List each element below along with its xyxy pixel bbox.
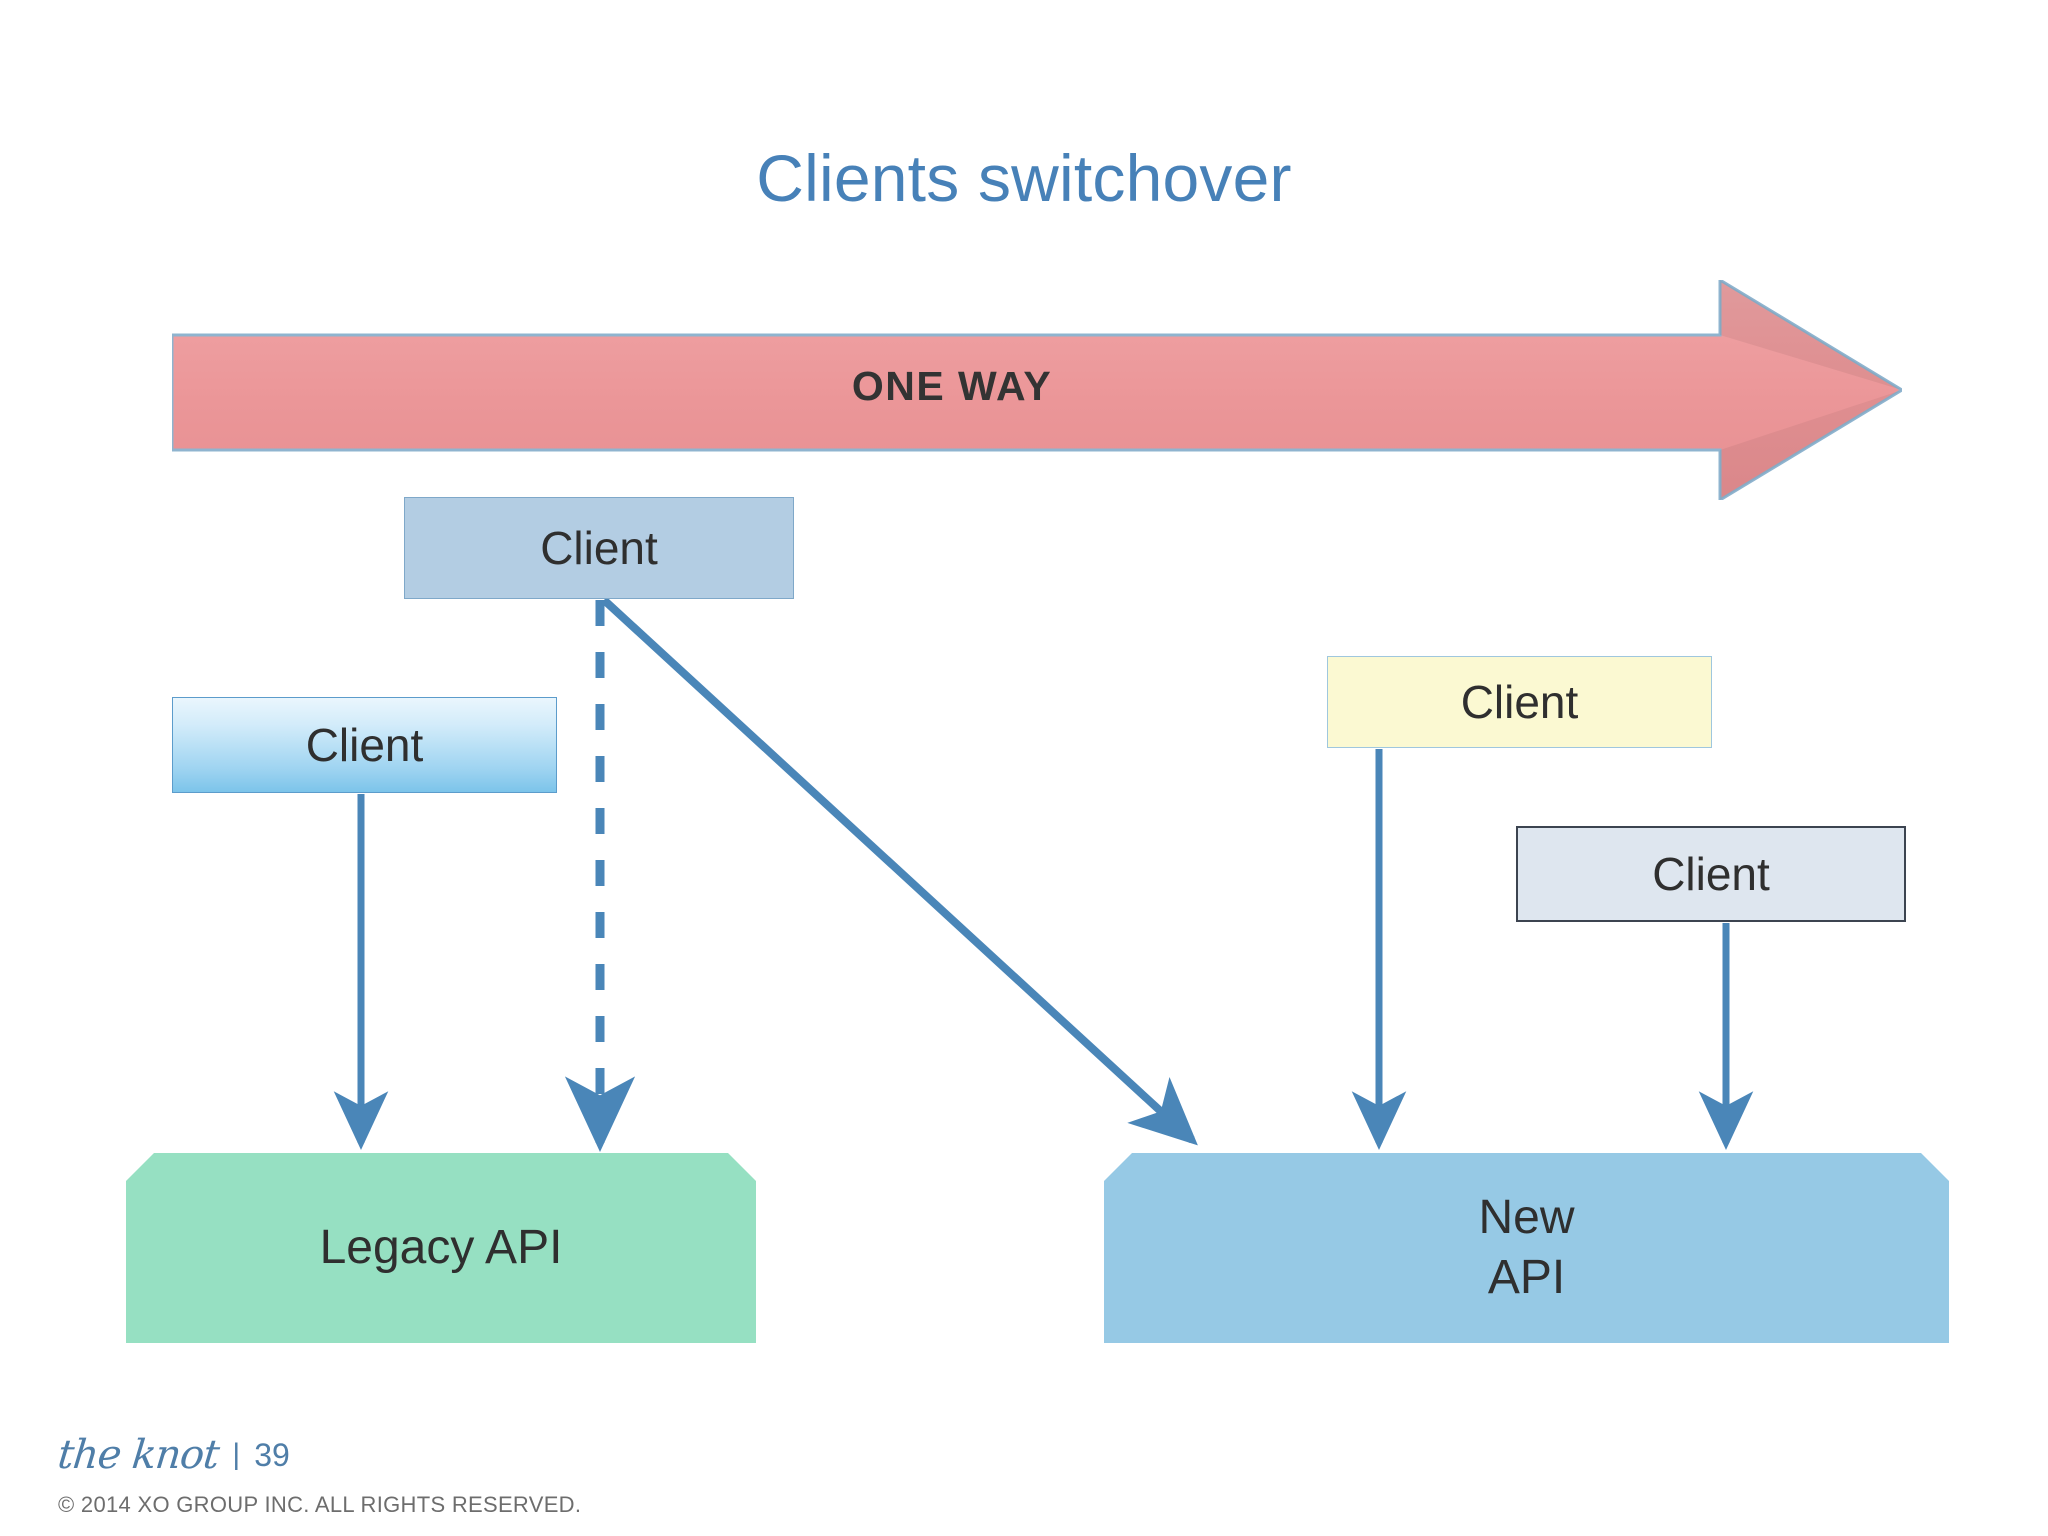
client-box-a-label: Client: [540, 521, 658, 574]
new-api-box[interactable]: New API: [1104, 1153, 1949, 1343]
one-way-arrow-label: ONE WAY: [851, 363, 1053, 409]
new-api-label: New API: [1478, 1188, 1574, 1308]
footer-separator: |: [232, 1438, 241, 1471]
copyright-notice: © 2014 XO GROUP INC. ALL RIGHTS RESERVED…: [58, 1492, 582, 1517]
client-box-d-label: Client: [1652, 847, 1770, 900]
page-number: 39: [254, 1436, 290, 1473]
new-api-label-line2: API: [1487, 1251, 1566, 1304]
one-way-arrow-shape: [172, 280, 1902, 500]
legacy-api-label: Legacy API: [319, 1221, 563, 1274]
page-title: Clients switchover: [756, 141, 1292, 215]
client-box-c[interactable]: Client: [1327, 656, 1712, 748]
footer-brand-row: the knot | 39: [55, 1432, 581, 1478]
slide-footer: the knot | 39 © 2014 XO GROUP INC. ALL R…: [55, 1432, 582, 1518]
client-box-b-label: Client: [305, 718, 424, 771]
legacy-api-box[interactable]: Legacy API: [126, 1153, 756, 1343]
new-api-label-line1: New: [1478, 1191, 1575, 1244]
the-knot-logo: the knot: [55, 1432, 221, 1478]
client-box-b[interactable]: Client: [172, 697, 557, 793]
client-box-d[interactable]: Client: [1516, 826, 1906, 922]
client-box-c-label: Client: [1460, 675, 1579, 728]
client-box-a[interactable]: Client: [404, 497, 794, 599]
connector-client-a-to-new-api: [601, 597, 1198, 1146]
